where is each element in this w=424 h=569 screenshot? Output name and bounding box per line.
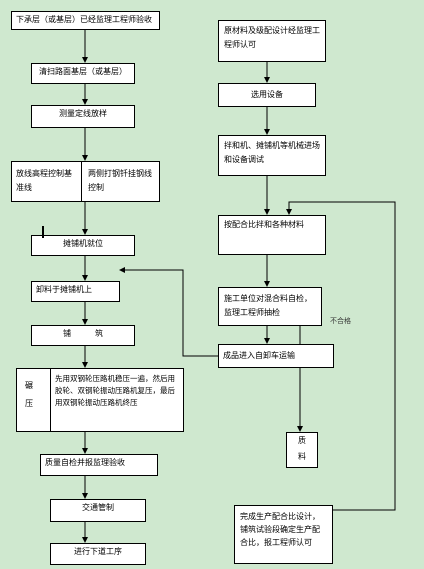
step-next-process: 进行下道工序 xyxy=(50,543,146,565)
arrow-r8-loop xyxy=(286,201,396,511)
step-paver-position: 摊铺机就位 xyxy=(31,235,135,256)
control-left: 放线高程控制基准线 xyxy=(16,169,72,192)
step-self-check: 施工单位对混合料自检，监理工程师抽检 xyxy=(218,287,322,326)
text-cursor xyxy=(42,226,44,238)
step-material-approval: 原材料及级配设计经监理工程师认可 xyxy=(218,20,326,62)
step-control-lines: 放线高程控制基准线 两侧打钢钎挂钢线控制 xyxy=(11,161,160,202)
step-rolling: 碾 压 先用双钢轮压路机稳压一遍，然后用胶轮、双钢轮振动压路机复压，最后用双钢轮… xyxy=(16,368,184,432)
step-material-qc: 质 料 xyxy=(286,432,318,468)
step-traffic-control: 交通管制 xyxy=(50,499,146,522)
step-quality-check: 质量自检并报监理验收 xyxy=(40,454,158,476)
rolling-desc: 先用双钢轮压路机稳压一遍，然后用胶轮、双钢轮振动压路机复压，最后用双钢轮振动压路… xyxy=(55,374,175,407)
rolling-label: 碾 压 xyxy=(25,381,33,408)
step-paving: 铺 筑 xyxy=(31,325,135,346)
step-base-accepted: 下承层（或基层）已经监理工程师验收 xyxy=(11,11,160,30)
step-dump-truck: 成品进入自卸车运输 xyxy=(218,344,334,368)
control-right: 两侧打钢钎挂钢线控制 xyxy=(88,169,152,192)
arrow-r6-to-l6 xyxy=(119,267,218,357)
label-fail: 不合格 xyxy=(330,317,351,325)
step-equipment-mobilize: 拌和机、摊铺机等机械进场和设备调试 xyxy=(218,135,326,176)
step-select-equipment: 选用设备 xyxy=(218,83,316,107)
step-mix-materials: 按配合比拌和各种材料 xyxy=(218,215,326,255)
step-clean-base: 清扫路面基层（或基层） xyxy=(31,63,135,84)
step-survey: 测量定线放样 xyxy=(31,105,135,128)
step-unload: 卸料于摊铺机上 xyxy=(31,281,120,302)
step-production-mix: 完成生产配合比设计，铺筑试验段确定生产配合比，报工程师认可 xyxy=(234,505,333,564)
